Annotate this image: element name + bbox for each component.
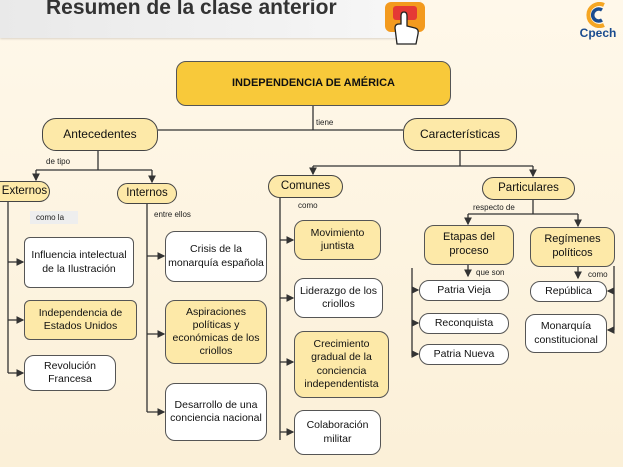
regimen-item-1: República: [530, 281, 607, 302]
etapas-node: Etapas del proceso: [424, 225, 514, 265]
regimenes-link-label: como: [588, 270, 608, 279]
banner-title: Resumen de la clase anterior: [46, 0, 337, 19]
root-link-label: tiene: [316, 118, 334, 127]
caracteristicas-node: Características: [403, 118, 517, 151]
particulares-link-label: respecto de: [473, 203, 515, 212]
com-item-2: Liderazgo de los criollos: [294, 278, 383, 318]
antecedentes-link-label: de tipo: [46, 157, 71, 166]
etapas-link-label: que son: [476, 268, 505, 277]
logo-text: Cpech: [579, 26, 617, 40]
com-item-4: Colaboración militar: [294, 410, 381, 455]
internos-link-label: entre ellos: [154, 210, 191, 219]
comunes-link-label: como: [298, 201, 318, 210]
ext-item-2: Independencia de Estados Unidos: [24, 300, 137, 340]
externos-node: Externos: [0, 181, 50, 202]
comunes-node: Comunes: [268, 175, 343, 198]
ext-item-3: Revolución Francesa: [24, 355, 116, 391]
cpech-logo-icon: [586, 2, 605, 28]
particulares-node: Particulares: [482, 177, 575, 200]
root-node: INDEPENDENCIA DE AMÉRICA: [176, 61, 451, 106]
com-item-1: Movimiento juntista: [294, 220, 381, 260]
int-item-3: Desarrollo de una conciencia nacional: [165, 383, 267, 441]
regimenes-node: Regímenes políticos: [530, 227, 615, 267]
etapa-item-2: Reconquista: [419, 313, 509, 334]
regimen-item-2: Monarquía constitucional: [525, 314, 607, 353]
cpech-logo: Cpech: [574, 2, 622, 46]
int-item-2: Aspiraciones políticas y económicas de l…: [165, 300, 267, 364]
antecedentes-node: Antecedentes: [42, 118, 158, 151]
title-banner: Resumen de la clase anterior: [0, 0, 420, 38]
etapa-item-3: Patria Nueva: [419, 344, 509, 365]
externos-link-label: como la: [30, 211, 79, 224]
pointing-hand-icon: [385, 2, 425, 45]
internos-node: Internos: [117, 183, 177, 204]
etapa-item-1: Patria Vieja: [419, 280, 509, 301]
int-item-1: Crisis de la monarquía española: [165, 231, 267, 282]
com-item-3: Crecimiento gradual de la conciencia ind…: [294, 331, 389, 398]
ext-item-1: Influencia intelectual de la Ilustración: [24, 237, 134, 288]
